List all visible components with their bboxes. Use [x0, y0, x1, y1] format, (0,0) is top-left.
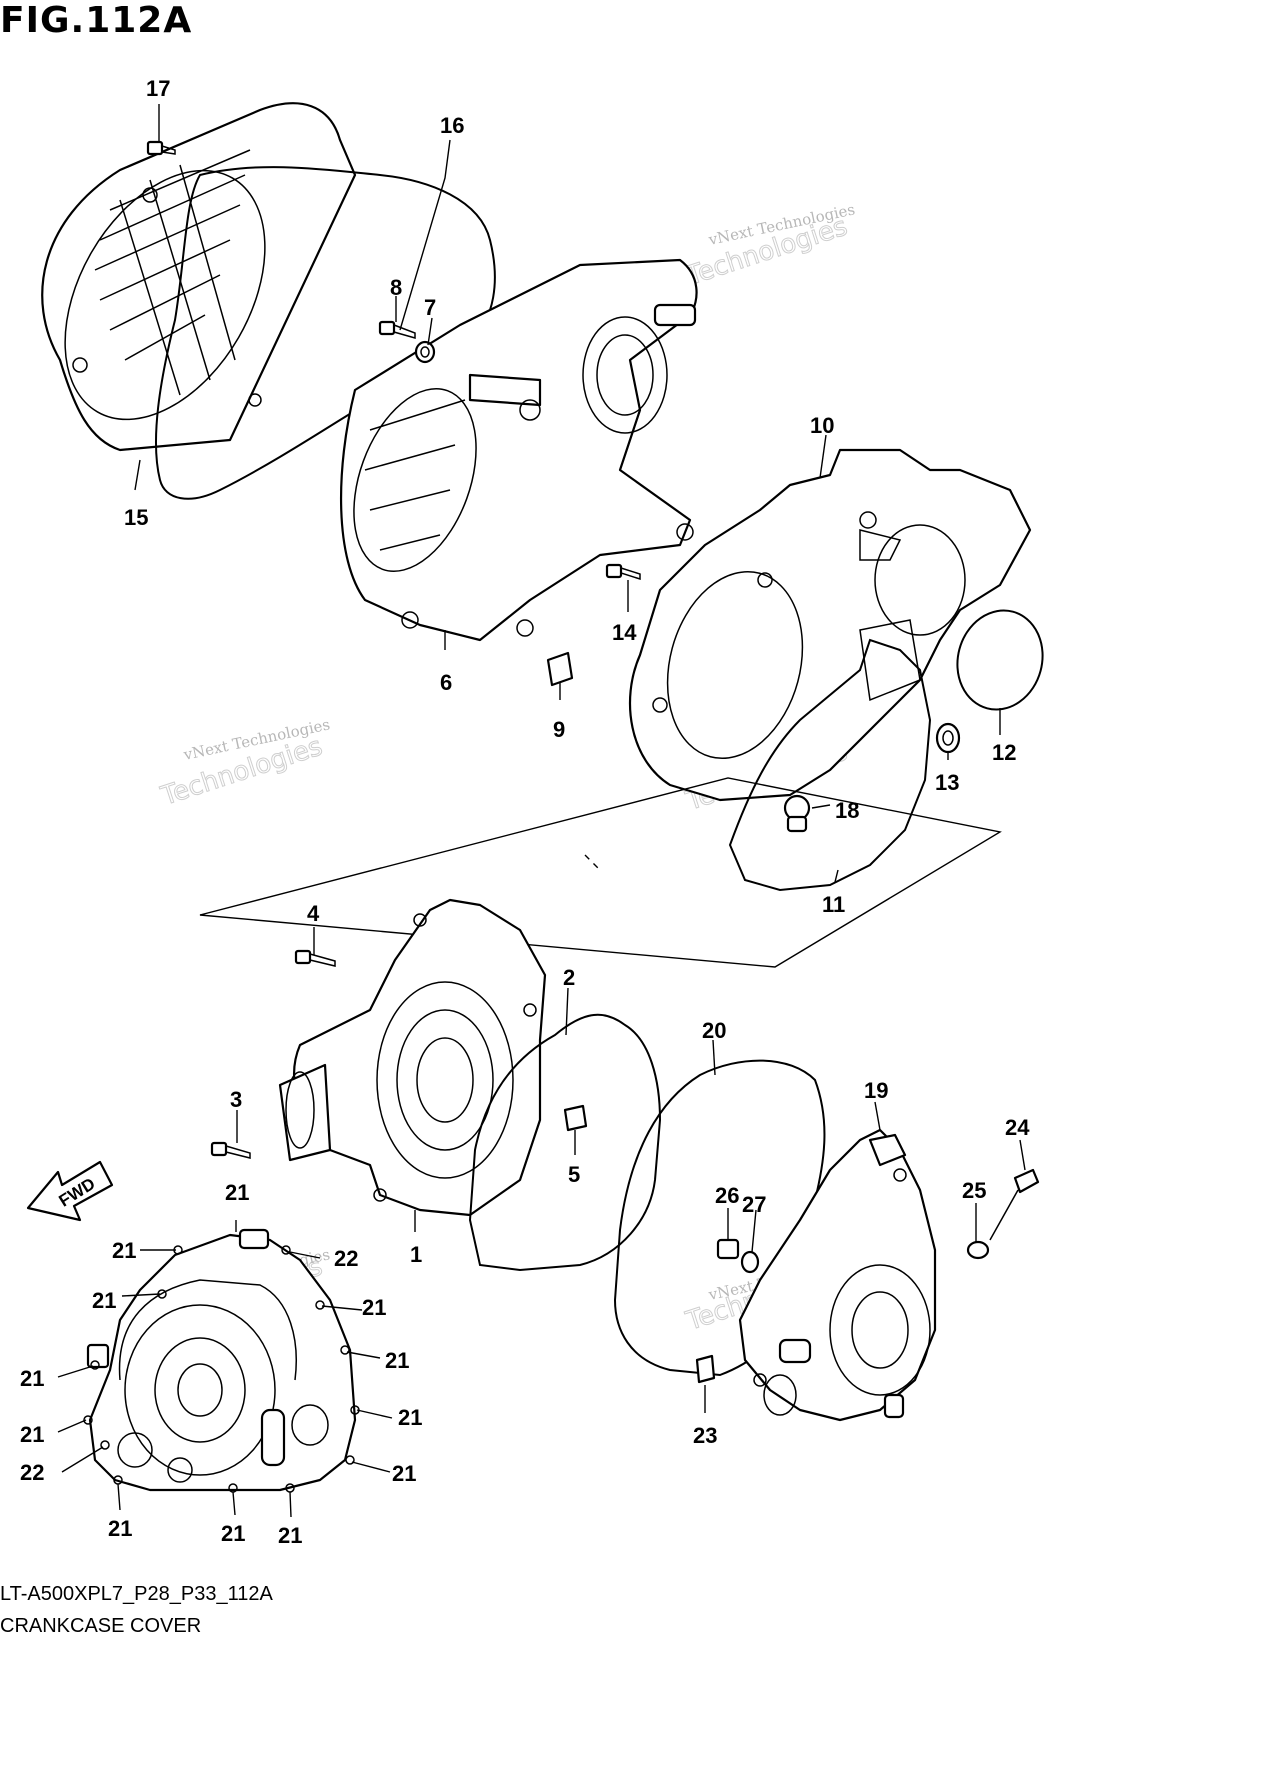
bolt-26-part — [716, 1238, 740, 1260]
callout-5: 5 — [568, 1162, 580, 1187]
bolt-14-part — [605, 563, 641, 581]
callout-21: 21 — [362, 1295, 386, 1320]
callout-21: 21 — [392, 1461, 416, 1486]
leader-lines — [57, 104, 1026, 1518]
callout-16: 16 — [440, 113, 464, 138]
callout-17: 17 — [146, 76, 170, 101]
callout-11: 11 — [822, 892, 845, 917]
bolt-8-part — [378, 320, 416, 339]
washer-7-part — [414, 340, 436, 364]
callout-18: 18 — [835, 798, 859, 823]
bolt-17-part — [146, 140, 176, 156]
dipstick-24-part — [989, 1168, 1040, 1241]
callout-26: 26 — [715, 1183, 739, 1208]
callout-21: 21 — [385, 1348, 409, 1373]
magneto-cover-rear-view — [83, 1228, 360, 1493]
callout-14: 14 — [612, 620, 637, 645]
callout-6: 6 — [440, 670, 452, 695]
dowel-9-part — [546, 651, 574, 687]
round-gasket-part — [956, 609, 1044, 711]
callout-21: 21 — [278, 1523, 302, 1548]
callout-1: 1 — [410, 1242, 422, 1267]
callout-21: 21 — [92, 1288, 116, 1313]
callout-8: 8 — [390, 275, 402, 300]
diagram-code: LT-A500XPL7_P28_P33_112A — [0, 1583, 273, 1605]
callouts: 17 16 8 7 15 6 9 10 14 12 13 18 11 4 2 2… — [20, 76, 1030, 1548]
callout-4: 4 — [307, 901, 320, 926]
callout-2: 2 — [563, 965, 575, 990]
dowel-23-part — [695, 1354, 716, 1384]
callout-19: 19 — [864, 1078, 888, 1103]
seal-13-part — [935, 722, 961, 754]
callout-27: 27 — [742, 1192, 766, 1217]
outer-cvt-cover-part — [41, 102, 357, 452]
callout-21: 21 — [20, 1366, 44, 1391]
callout-23: 23 — [693, 1423, 717, 1448]
magneto-cover-part — [738, 1128, 937, 1422]
crankcase-cover-gasket-part — [468, 1013, 662, 1272]
forward-direction-arrow: FWD — [26, 1160, 114, 1222]
clutch-cover-gasket-part — [728, 638, 932, 892]
diagram-name: CRANKCASE COVER — [0, 1615, 202, 1637]
callout-25: 25 — [962, 1178, 986, 1203]
washer-27-part — [740, 1250, 760, 1274]
bolt-4-part — [294, 949, 336, 967]
callout-12: 12 — [992, 740, 1016, 765]
callout-10: 10 — [810, 413, 834, 438]
inner-cvt-cover-part — [339, 258, 698, 642]
bolt-3-part — [210, 1141, 251, 1159]
callout-24: 24 — [1005, 1115, 1030, 1140]
clutch-cover-part — [628, 448, 1032, 802]
callout-21: 21 — [108, 1516, 132, 1541]
callout-21: 21 — [20, 1422, 44, 1447]
callout-22: 22 — [334, 1246, 358, 1271]
o-ring-25-part — [966, 1240, 990, 1260]
callout-22: 22 — [20, 1460, 44, 1485]
callout-7: 7 — [424, 295, 436, 320]
callout-21: 21 — [225, 1180, 249, 1205]
callout-9: 9 — [553, 717, 565, 742]
callout-13: 13 — [935, 770, 959, 795]
dowel-5-part — [563, 1104, 588, 1132]
callout-21: 21 — [398, 1405, 422, 1430]
callout-15: 15 — [124, 505, 148, 530]
assembly-plane-outline — [199, 777, 1002, 968]
plug-18-part — [783, 794, 811, 833]
figure-title: FIG.112A — [0, 0, 193, 41]
callout-21: 21 — [112, 1238, 136, 1263]
callout-3: 3 — [230, 1087, 242, 1112]
callout-20: 20 — [702, 1018, 726, 1043]
outer-cover-gasket-part — [155, 166, 496, 500]
callout-21: 21 — [221, 1521, 245, 1546]
crankcase-cover-part — [278, 898, 547, 1217]
